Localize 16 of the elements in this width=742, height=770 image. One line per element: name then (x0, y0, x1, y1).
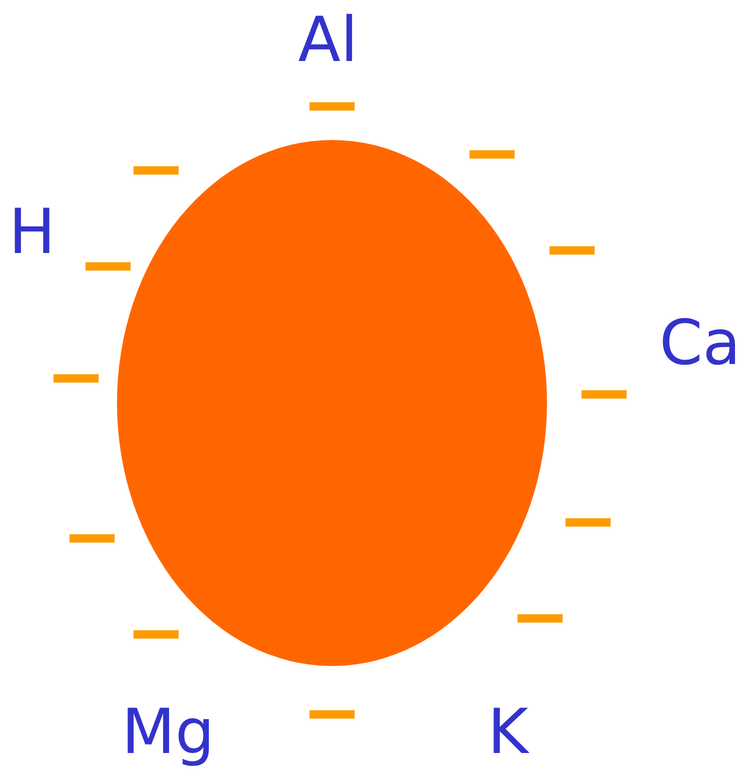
negative-charge-sign: − (46, 340, 106, 412)
negative-charge-sign: − (78, 228, 138, 300)
negative-charge-sign: − (302, 68, 362, 140)
negative-charge-sign: − (558, 484, 618, 556)
cation-symbol: K (488, 701, 528, 763)
negative-charge-sign: − (302, 676, 362, 748)
cation-symbol: Al (298, 9, 358, 71)
negative-charge-sign: − (126, 132, 186, 204)
negative-charge-sign: − (510, 580, 570, 652)
negative-charge-sign: − (574, 356, 634, 428)
cation-symbol: H (8, 201, 56, 263)
negative-charge-sign: − (62, 500, 122, 572)
cation-symbol: Ca (659, 312, 741, 374)
negative-charge-sign: − (462, 116, 522, 188)
negative-charge-sign: − (126, 596, 186, 668)
negative-charge-sign: − (542, 212, 602, 284)
